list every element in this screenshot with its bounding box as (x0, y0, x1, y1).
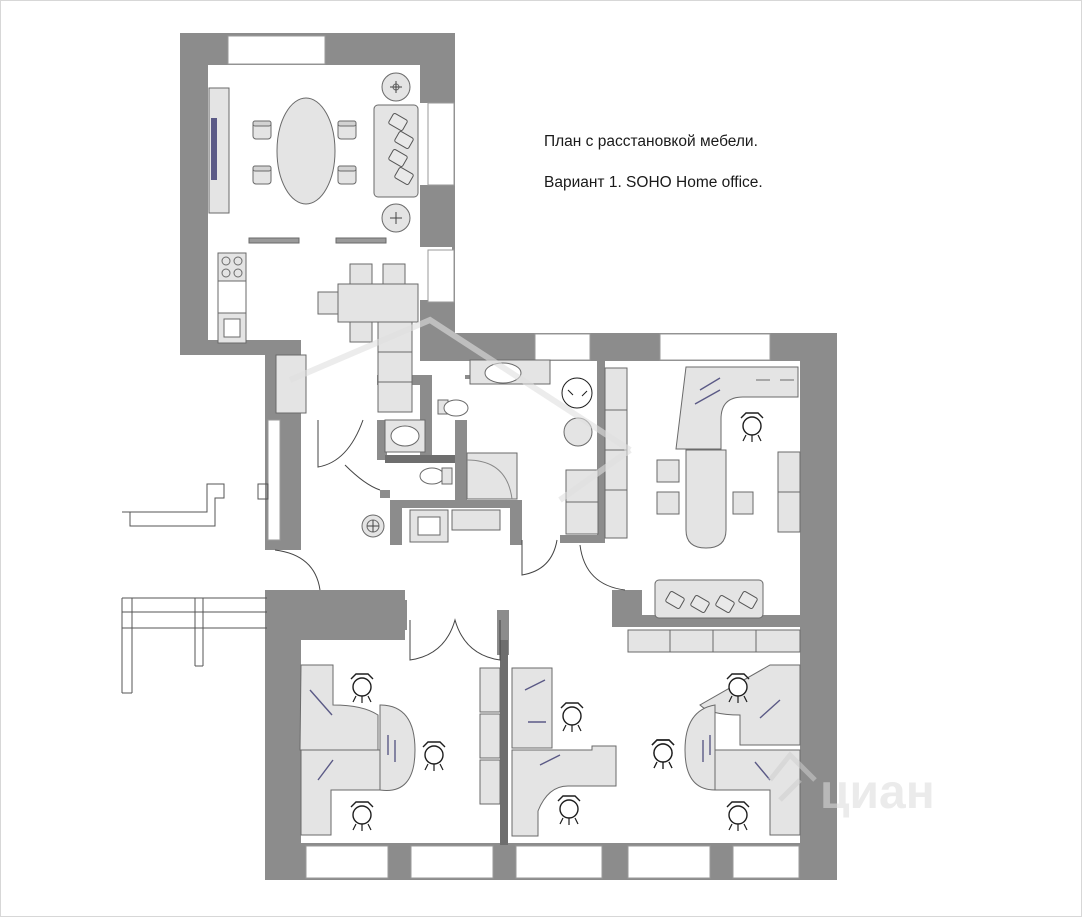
caption-furniture-plan: План с расстановкой мебели. (544, 133, 758, 150)
washbasin-top (484, 362, 522, 384)
office-bottom-right (651, 664, 801, 836)
windows (227, 35, 800, 879)
bathrooms (361, 359, 628, 543)
wall-left-upper (180, 33, 208, 355)
office-sofa (654, 579, 764, 619)
caption-variant: Вариант 1. SOHO Home office. (544, 174, 763, 191)
wall-right-upper (420, 33, 455, 103)
dining-table-oval (276, 97, 336, 205)
kitchen-sink (217, 312, 247, 344)
doors (274, 419, 626, 661)
wall-right (800, 333, 837, 880)
cian-logo-faint (288, 316, 632, 503)
dining-table (337, 283, 419, 323)
capsule-desk (685, 449, 727, 549)
office-bottom-middle (479, 667, 675, 837)
living-room (208, 72, 419, 244)
washbasin-small (390, 425, 420, 447)
toilet-2 (419, 467, 445, 485)
wall-right-upper2 (420, 185, 455, 247)
watermark-text: циан (820, 766, 935, 819)
storage-cabinets (275, 354, 307, 414)
toilet-1 (443, 399, 469, 417)
l-shaped-desk (675, 366, 799, 450)
office-top-right (627, 366, 801, 653)
kitchen (217, 252, 419, 414)
cian-watermark: циан (768, 751, 935, 819)
cian-logo-icon (768, 751, 817, 802)
shower-tray (466, 452, 518, 500)
cooktop (217, 252, 247, 282)
exterior-steps (121, 483, 269, 694)
office-bottom-left (299, 664, 446, 836)
bath-chair (561, 377, 593, 409)
